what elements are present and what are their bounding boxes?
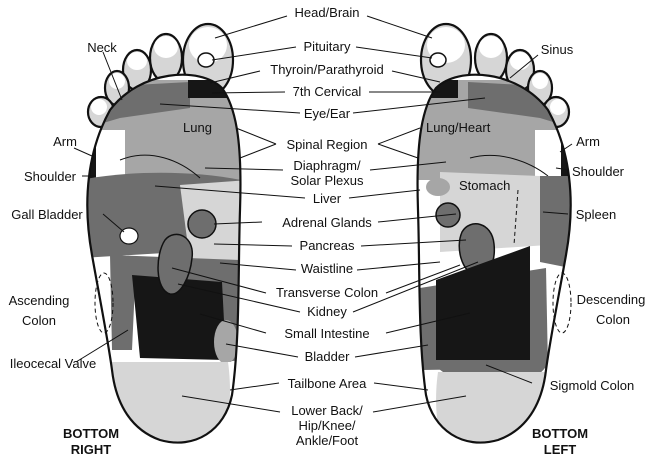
stomach-label: Stomach (459, 178, 510, 193)
lung-label: Lung (183, 120, 212, 135)
label-bladder: Bladder (305, 349, 350, 364)
left-spleen-strip (540, 176, 580, 270)
left-stomach-blob (426, 178, 450, 196)
right-third-toe-tip (127, 52, 147, 70)
label-pancreas: Pancreas (300, 238, 355, 253)
left-second-toe-tip (479, 36, 503, 58)
right-bladder (214, 320, 238, 364)
label-adrenal-glands: Adrenal Glands (282, 215, 372, 230)
label-shoulder-right-foot: Shoulder (24, 169, 77, 184)
center-labels: Head/Brain Pituitary Thyroin/Parathyroid… (270, 5, 383, 448)
label-spinal-region: Spinal Region (287, 137, 368, 152)
label-pituitary: Pituitary (304, 39, 351, 54)
label-spleen: Spleen (576, 207, 616, 222)
label-ascending-colon: Colon (22, 313, 56, 328)
label-7th-cervical: 7th Cervical (293, 84, 362, 99)
label-sinus: Sinus (541, 42, 574, 57)
label-head-brain: Head/Brain (294, 5, 359, 20)
label-gall-bladder: Gall Bladder (11, 207, 83, 222)
label-small-intestine: Small Intestine (284, 326, 369, 341)
label-solar-plexus: Solar Plexus (291, 173, 364, 188)
label-arm-left-foot: Arm (576, 134, 600, 149)
left-third-toe-tip (510, 52, 530, 70)
caption-bottom-right-1: BOTTOM (63, 426, 119, 441)
label-thyroid-parathyroid: Thyroin/Parathyroid (270, 62, 383, 77)
label-ascending: Ascending (9, 293, 70, 308)
caption-bottom-left-1: BOTTOM (532, 426, 588, 441)
label-waistline: Waistline (301, 261, 353, 276)
label-shoulder-left-foot: Shoulder (572, 164, 625, 179)
label-neck: Neck (87, 40, 117, 55)
right-pituitary-spot (198, 53, 214, 67)
label-transverse-colon: Transverse Colon (276, 285, 378, 300)
right-adrenal-gland (188, 210, 216, 238)
label-diaphragm: Diaphragm/ (293, 158, 361, 173)
bottom-right-foot (80, 24, 250, 459)
label-liver: Liver (313, 191, 342, 206)
left-fifth-toe-tip (550, 99, 566, 115)
label-ileocecal-valve: Ileocecal Valve (10, 356, 96, 371)
lung-heart-label: Lung/Heart (426, 120, 491, 135)
label-descending-colon: Colon (596, 312, 630, 327)
label-tailbone-area: Tailbone Area (288, 376, 368, 391)
label-arm-right-foot: Arm (53, 134, 77, 149)
label-kidney: Kidney (307, 304, 347, 319)
caption-bottom-left-2: LEFT (544, 442, 577, 457)
label-lower-back: Lower Back/ (291, 403, 363, 418)
label-descending: Descending (577, 292, 646, 307)
right-second-toe-tip (154, 36, 178, 58)
label-eye-ear: Eye/Ear (304, 106, 351, 121)
left-pancreas (470, 195, 528, 225)
label-hip-knee: Hip/Knee/ (298, 418, 355, 433)
right-fifth-toe-tip (91, 99, 107, 115)
label-sigmoid-colon: Sigmold Colon (550, 378, 635, 393)
left-pituitary-spot (430, 53, 446, 67)
label-ankle-foot: Ankle/Foot (296, 433, 359, 448)
left-fourth-toe-tip (532, 73, 548, 89)
caption-bottom-right-2: RIGHT (71, 442, 112, 457)
